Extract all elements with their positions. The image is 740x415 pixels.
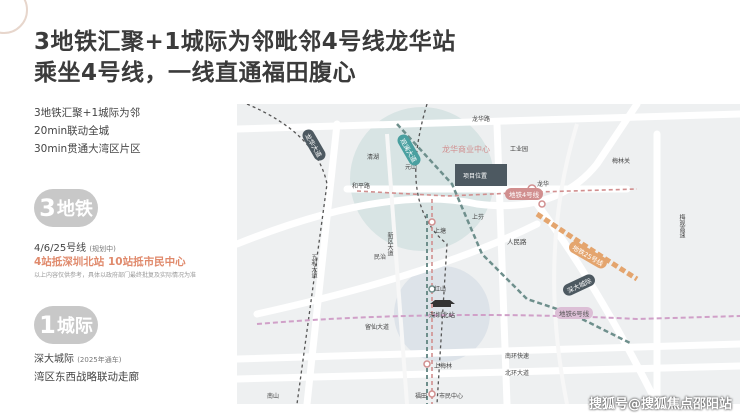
map-label-xinqu: 新区大道: [386, 232, 393, 256]
metro-lines-note: (规划中): [89, 245, 116, 253]
map-label-business: 龙华商业中心: [442, 145, 490, 154]
intro-line: 20min联动全城: [34, 125, 110, 137]
map-label-heping: 和平路: [352, 183, 371, 190]
intercity-corridor: 湾区东西战略联动走廊: [34, 371, 139, 383]
map-label-shangmeilin: 上梅林: [434, 363, 453, 370]
metro-lines: 4/6/25号线 (规划中): [34, 239, 116, 254]
intercity-name-text: 深大城际: [34, 354, 74, 365]
north-station-icon: [430, 300, 455, 304]
map-label-gongye: 工业园: [510, 146, 529, 153]
map-label-beihuan: 北环大道: [505, 370, 530, 377]
metro6-route: [356, 188, 638, 197]
project-box: [455, 164, 507, 186]
road-meiguan: [533, 200, 661, 404]
road-baishi: [253, 220, 541, 318]
metro-lines-text: 4/6/25号线: [34, 243, 87, 254]
intro-line: 30min贯通大湾区片区: [34, 143, 141, 155]
intercity-route: [256, 314, 740, 325]
metro-badge-number: 3: [39, 194, 56, 222]
intercity-badge: 1 城际: [34, 306, 98, 344]
metro6-pill: 地铁6号线: [555, 307, 594, 319]
intercity-badge-text: 城际: [56, 316, 93, 337]
station-marker: [428, 218, 436, 226]
station-marker: [538, 200, 546, 208]
map-label-wujiao: 五和大道: [310, 254, 317, 278]
station-marker: [428, 390, 436, 398]
station-marker: [423, 360, 431, 368]
station-circle: [394, 266, 490, 362]
map-label-shangtang: 上塘: [434, 228, 447, 235]
map-label-longhua: 龙华: [537, 181, 550, 188]
map-label-futian: 福田: [415, 393, 428, 400]
map-label-qinghu: 清湖: [367, 154, 380, 161]
map-label-meiguan: 梅观高速: [678, 214, 685, 238]
decorative-arc: [0, 0, 28, 34]
intercity-note: (2025年通车): [77, 356, 122, 364]
watermark: 搜狐号@搜狐焦点邵阳站: [588, 397, 732, 412]
map-label-hongshan: 红山: [434, 286, 447, 293]
map-canvas: [237, 104, 740, 404]
map-label-shimin: 市民中心: [439, 393, 464, 400]
intro-line: 3地铁汇聚+1城际为邻: [34, 107, 141, 119]
headline-line2: 乘坐4号线，一线直通福田腹心: [34, 60, 357, 86]
road-top: [237, 110, 740, 133]
map-label-renmin: 人民路: [507, 238, 527, 246]
map-label-longhua-road: 龙华路: [472, 116, 491, 123]
metro-badge: 3 地铁: [34, 189, 98, 227]
metro-highlight: 4站抵深圳北站 10站抵市民中心: [34, 256, 186, 268]
intercity-name: 深大城际 (2025年通车): [34, 350, 121, 365]
intercity-badge-number: 1: [39, 311, 56, 339]
headline-line1: 3地铁汇聚+1城际为邻毗邻4号线龙华站: [34, 29, 456, 55]
map-label-nanshan: 南山: [267, 393, 280, 400]
map-label-nanhuan: 南环快速: [505, 353, 530, 360]
station-marker: [428, 285, 436, 293]
metro4-route: [396, 123, 633, 346]
map-label-xidong: 梅林关: [612, 158, 631, 165]
metro4-pill: 地铁4号线: [505, 188, 544, 200]
map-label-north-station: 深圳北站: [429, 311, 455, 319]
location-map: 龙华商业中心 龙华 龙华路 和平路 清湖 元山 工业园 人民路 上塘 红山 上芬…: [237, 104, 740, 404]
intro-text: 3地铁汇聚+1城际为邻 20min联动全城 30min贯通大湾区片区: [34, 104, 141, 158]
project-label: 项目位置: [463, 173, 488, 180]
map-label-yuanshan: 元山: [405, 164, 418, 171]
dotted-line-mid: [415, 104, 448, 404]
fine-print: 以上内容仅供参考，具体以政府部门最终批复及实际情况为准: [34, 272, 197, 279]
map-label-minzhi: 民治: [374, 254, 387, 261]
map-label-baishi: 留仙大道: [365, 324, 390, 331]
metro-badge-text: 地铁: [56, 199, 93, 220]
map-label-shangfen: 上芬: [472, 214, 485, 221]
dotted-line-left: [246, 104, 328, 404]
